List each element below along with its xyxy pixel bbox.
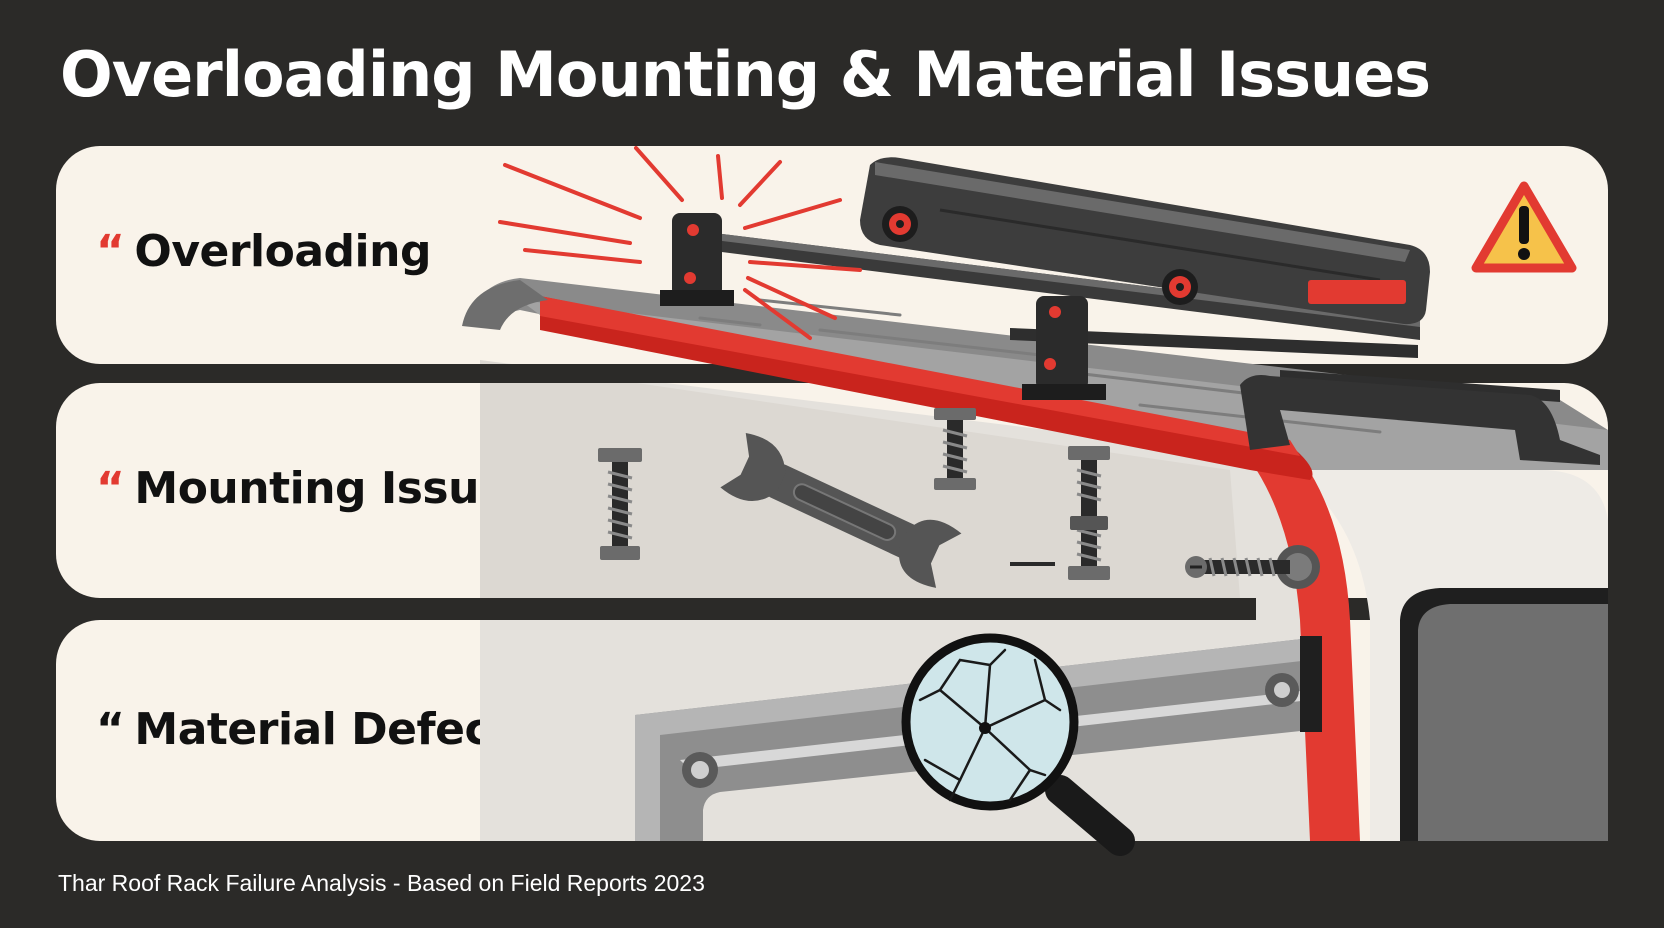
- wrench-icon: [720, 432, 962, 588]
- label-material-text: Material Defects: [134, 704, 537, 755]
- bolt-icon: [598, 448, 642, 560]
- rack-foot: [660, 213, 734, 306]
- bolt-icon: [1068, 446, 1110, 580]
- bolt-icon: [934, 408, 976, 490]
- label-overloading: “Overloading: [96, 226, 431, 277]
- screw-icon: [1185, 545, 1320, 589]
- label-overloading-text: Overloading: [134, 226, 431, 277]
- open-quote-mark: “: [96, 226, 125, 277]
- stress-lines: [498, 146, 862, 340]
- magnifying-glass-icon: [901, 633, 1135, 856]
- rack-foot: [1022, 296, 1106, 400]
- label-mounting-issues: “Mounting Issues: [96, 463, 534, 514]
- open-quote-mark: “: [96, 704, 125, 755]
- footer-caption: Thar Roof Rack Failure Analysis - Based …: [58, 870, 705, 896]
- label-mounting-text: Mounting Issues: [134, 463, 534, 514]
- warning-triangle-icon: [1471, 181, 1577, 273]
- cargo-box: [860, 157, 1430, 325]
- page-title: Overloading Mounting & Material Issues: [60, 38, 1431, 111]
- open-quote-mark: “: [96, 463, 125, 514]
- roof-rack: [660, 213, 1600, 465]
